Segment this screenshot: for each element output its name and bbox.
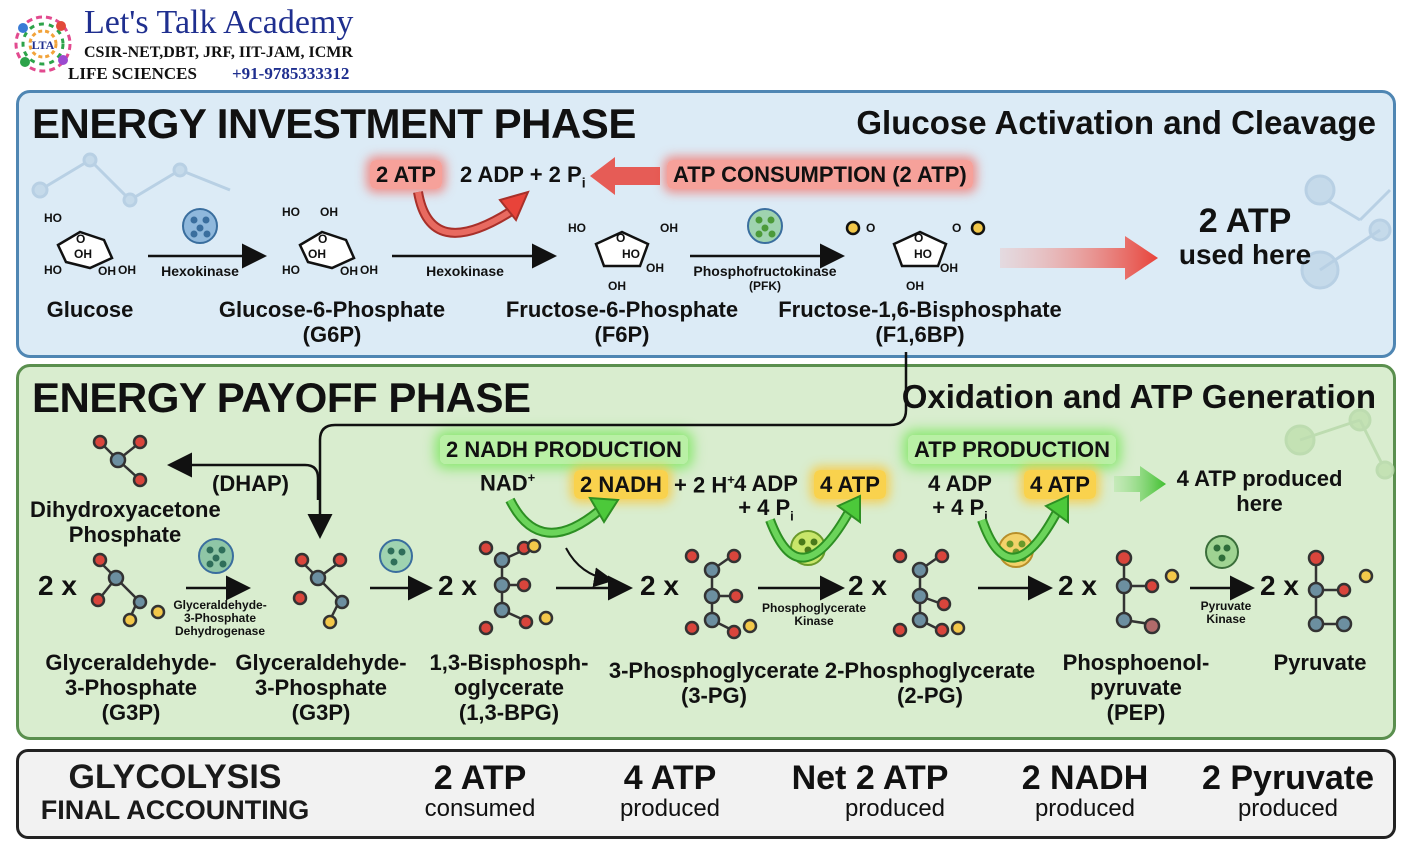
logo-badge: LTA [32, 38, 55, 52]
dhap-molecule [92, 434, 148, 488]
svg-text:HO: HO [568, 221, 586, 235]
atp-input-badge: 2 ATP [370, 160, 442, 189]
molecule-pyruvate: Pyruvate [1273, 650, 1367, 675]
nadh-production-title: 2 NADH PRODUCTION [440, 435, 688, 464]
svg-text:OH: OH [646, 261, 664, 275]
molecule-glucose: Glucose [46, 297, 134, 322]
svg-text:OH: OH [906, 279, 924, 293]
svg-text:OH: OH [320, 205, 338, 219]
payoff-phase-subtitle: Oxidation and ATP Generation [901, 378, 1376, 415]
atp-output-1: 4 ATP [814, 470, 886, 499]
cleavage-connector [307, 352, 908, 539]
svg-text:HO: HO [44, 263, 62, 277]
svg-text:HO: HO [282, 263, 300, 277]
atp-used-value: 2 ATP [1198, 202, 1292, 240]
investment-phase-panel [16, 90, 1396, 358]
consumption-arrow [590, 157, 660, 195]
atp-production-title: ATP PRODUCTION [908, 435, 1116, 464]
enzyme-hexokinase-1: Hexokinase [161, 263, 239, 279]
logo-exams: CSIR-NET,DBT, JRF, IIT-JAM, ICMR [84, 44, 353, 61]
accounting-atp-consumed: 2 ATP consumed [424, 759, 536, 822]
nad-input: NAD+ [480, 470, 536, 496]
dhap-abbr: (DHAP) [212, 471, 289, 496]
logo-emblem-icon: LTA [14, 15, 72, 73]
dhap-arrow [167, 452, 320, 500]
svg-text:OH: OH [308, 247, 326, 261]
atp-output-2: 4 ATP [1024, 470, 1096, 499]
svg-text:HO: HO [622, 247, 640, 261]
sugar-rings: O HO OH HO OH OH O HO OH OH HO OH OH O H… [44, 205, 986, 293]
adp-input-1: 4 ADP + 4 Pi [734, 471, 798, 524]
molecule-3pg: 3-Phosphoglycerate(3-PG) [608, 658, 820, 708]
molecule-g6p: Glucose-6-Phosphate (G6P) [218, 297, 446, 347]
payoff-phase-title: ENERGY PAYOFF PHASE [32, 374, 531, 421]
investment-phase-title: ENERGY INVESTMENT PHASE [32, 100, 636, 147]
multiplier-2pg: 2 x [848, 570, 887, 601]
nadh-output: 2 NADH + 2 H+ [574, 470, 735, 500]
atp-used-label: used here [1178, 239, 1312, 270]
atp-produced-arrow [1114, 466, 1166, 502]
atp-used-summary: 2 ATP used here [1170, 204, 1320, 272]
accounting-title-line2: FINAL ACCOUNTING [40, 795, 310, 825]
molecule-g3p-2: Glyceraldehyde-3-Phosphate(G3P) [235, 650, 407, 725]
enzyme-pfk: Phosphofructokinase (PFK) [693, 263, 837, 294]
final-accounting-panel [16, 749, 1396, 839]
svg-text:O: O [952, 221, 961, 235]
molecule-2pg: 2-Phosphoglycerate(2-PG) [824, 658, 1036, 708]
multiplier-pyruvate: 2 x [1260, 570, 1299, 601]
molecule-f16bp: Fructose-1,6-Bisphosphate (F1,6BP) [778, 297, 1062, 347]
enzyme-icons-investment [182, 208, 783, 244]
svg-text:OH: OH [118, 263, 136, 277]
accounting-nadh: 2 NADH produced [1021, 759, 1149, 822]
atp-consumption-label: ATP CONSUMPTION (2 ATP) [667, 160, 973, 189]
molecule-13bpg: 1,3-Bisphosph-oglycerate(1,3-BPG) [429, 650, 589, 725]
accounting-title: GLYCOLYSIS FINAL ACCOUNTING [30, 760, 320, 826]
investment-phase-subtitle: Glucose Activation and Cleavage [856, 104, 1376, 141]
svg-text:O: O [76, 232, 85, 246]
adp-input-2: 4 ADP + 4 Pi [928, 471, 992, 524]
multiplier-3pg: 2 x [640, 570, 679, 601]
payoff-phase-panel [16, 364, 1396, 740]
accounting-atp-produced: 4 ATP produced [619, 759, 721, 822]
svg-text:HO: HO [914, 247, 932, 261]
molecule-pep: Phosphoenol-pyruvate(PEP) [1062, 650, 1210, 725]
svg-text:OH: OH [940, 261, 958, 275]
logo-name: Let's Talk Academy [84, 4, 354, 41]
accounting-net-atp: Net 2 ATP produced [791, 759, 949, 822]
multiplier-bpg: 2 x [438, 570, 477, 601]
accounting-pyruvate: 2 Pyruvate produced [1202, 759, 1374, 822]
atp-used-arrow [1000, 236, 1158, 280]
logo-subject: LIFE SCIENCES [68, 64, 197, 83]
logo: LTA Let's Talk Academy CSIR-NET,DBT, JRF… [8, 4, 408, 86]
molecule-f6p: Fructose-6-Phosphate (F6P) [505, 297, 739, 347]
enzyme-hexokinase-2: Hexokinase [426, 263, 504, 279]
svg-text:O: O [866, 221, 875, 235]
molecule-dhap: Dihydroxyacetone Phosphate [30, 497, 221, 547]
payoff-molecules [90, 538, 1374, 640]
svg-text:OH: OH [340, 264, 358, 278]
svg-text:HO: HO [44, 211, 62, 225]
svg-text:OH: OH [660, 221, 678, 235]
adp-output: 2 ADP + 2 Pi [460, 162, 586, 191]
svg-text:OH: OH [74, 247, 92, 261]
molecule-g3p-1: Glyceraldehyde-3-Phosphate(G3P) [45, 650, 217, 725]
multiplier-g3p: 2 x [38, 570, 77, 601]
svg-text:OH: OH [98, 264, 116, 278]
svg-text:OH: OH [608, 279, 626, 293]
atp-produced-summary: 4 ATP produced here [1176, 466, 1343, 516]
svg-text:O: O [914, 231, 923, 245]
accounting-title-line1: GLYCOLYSIS [68, 758, 282, 796]
svg-text:O: O [318, 232, 327, 246]
multiplier-pep: 2 x [1058, 570, 1097, 601]
svg-text:HO: HO [282, 205, 300, 219]
svg-text:O: O [616, 231, 625, 245]
logo-phone: +91-9785333312 [232, 64, 350, 83]
svg-text:OH: OH [360, 263, 378, 277]
